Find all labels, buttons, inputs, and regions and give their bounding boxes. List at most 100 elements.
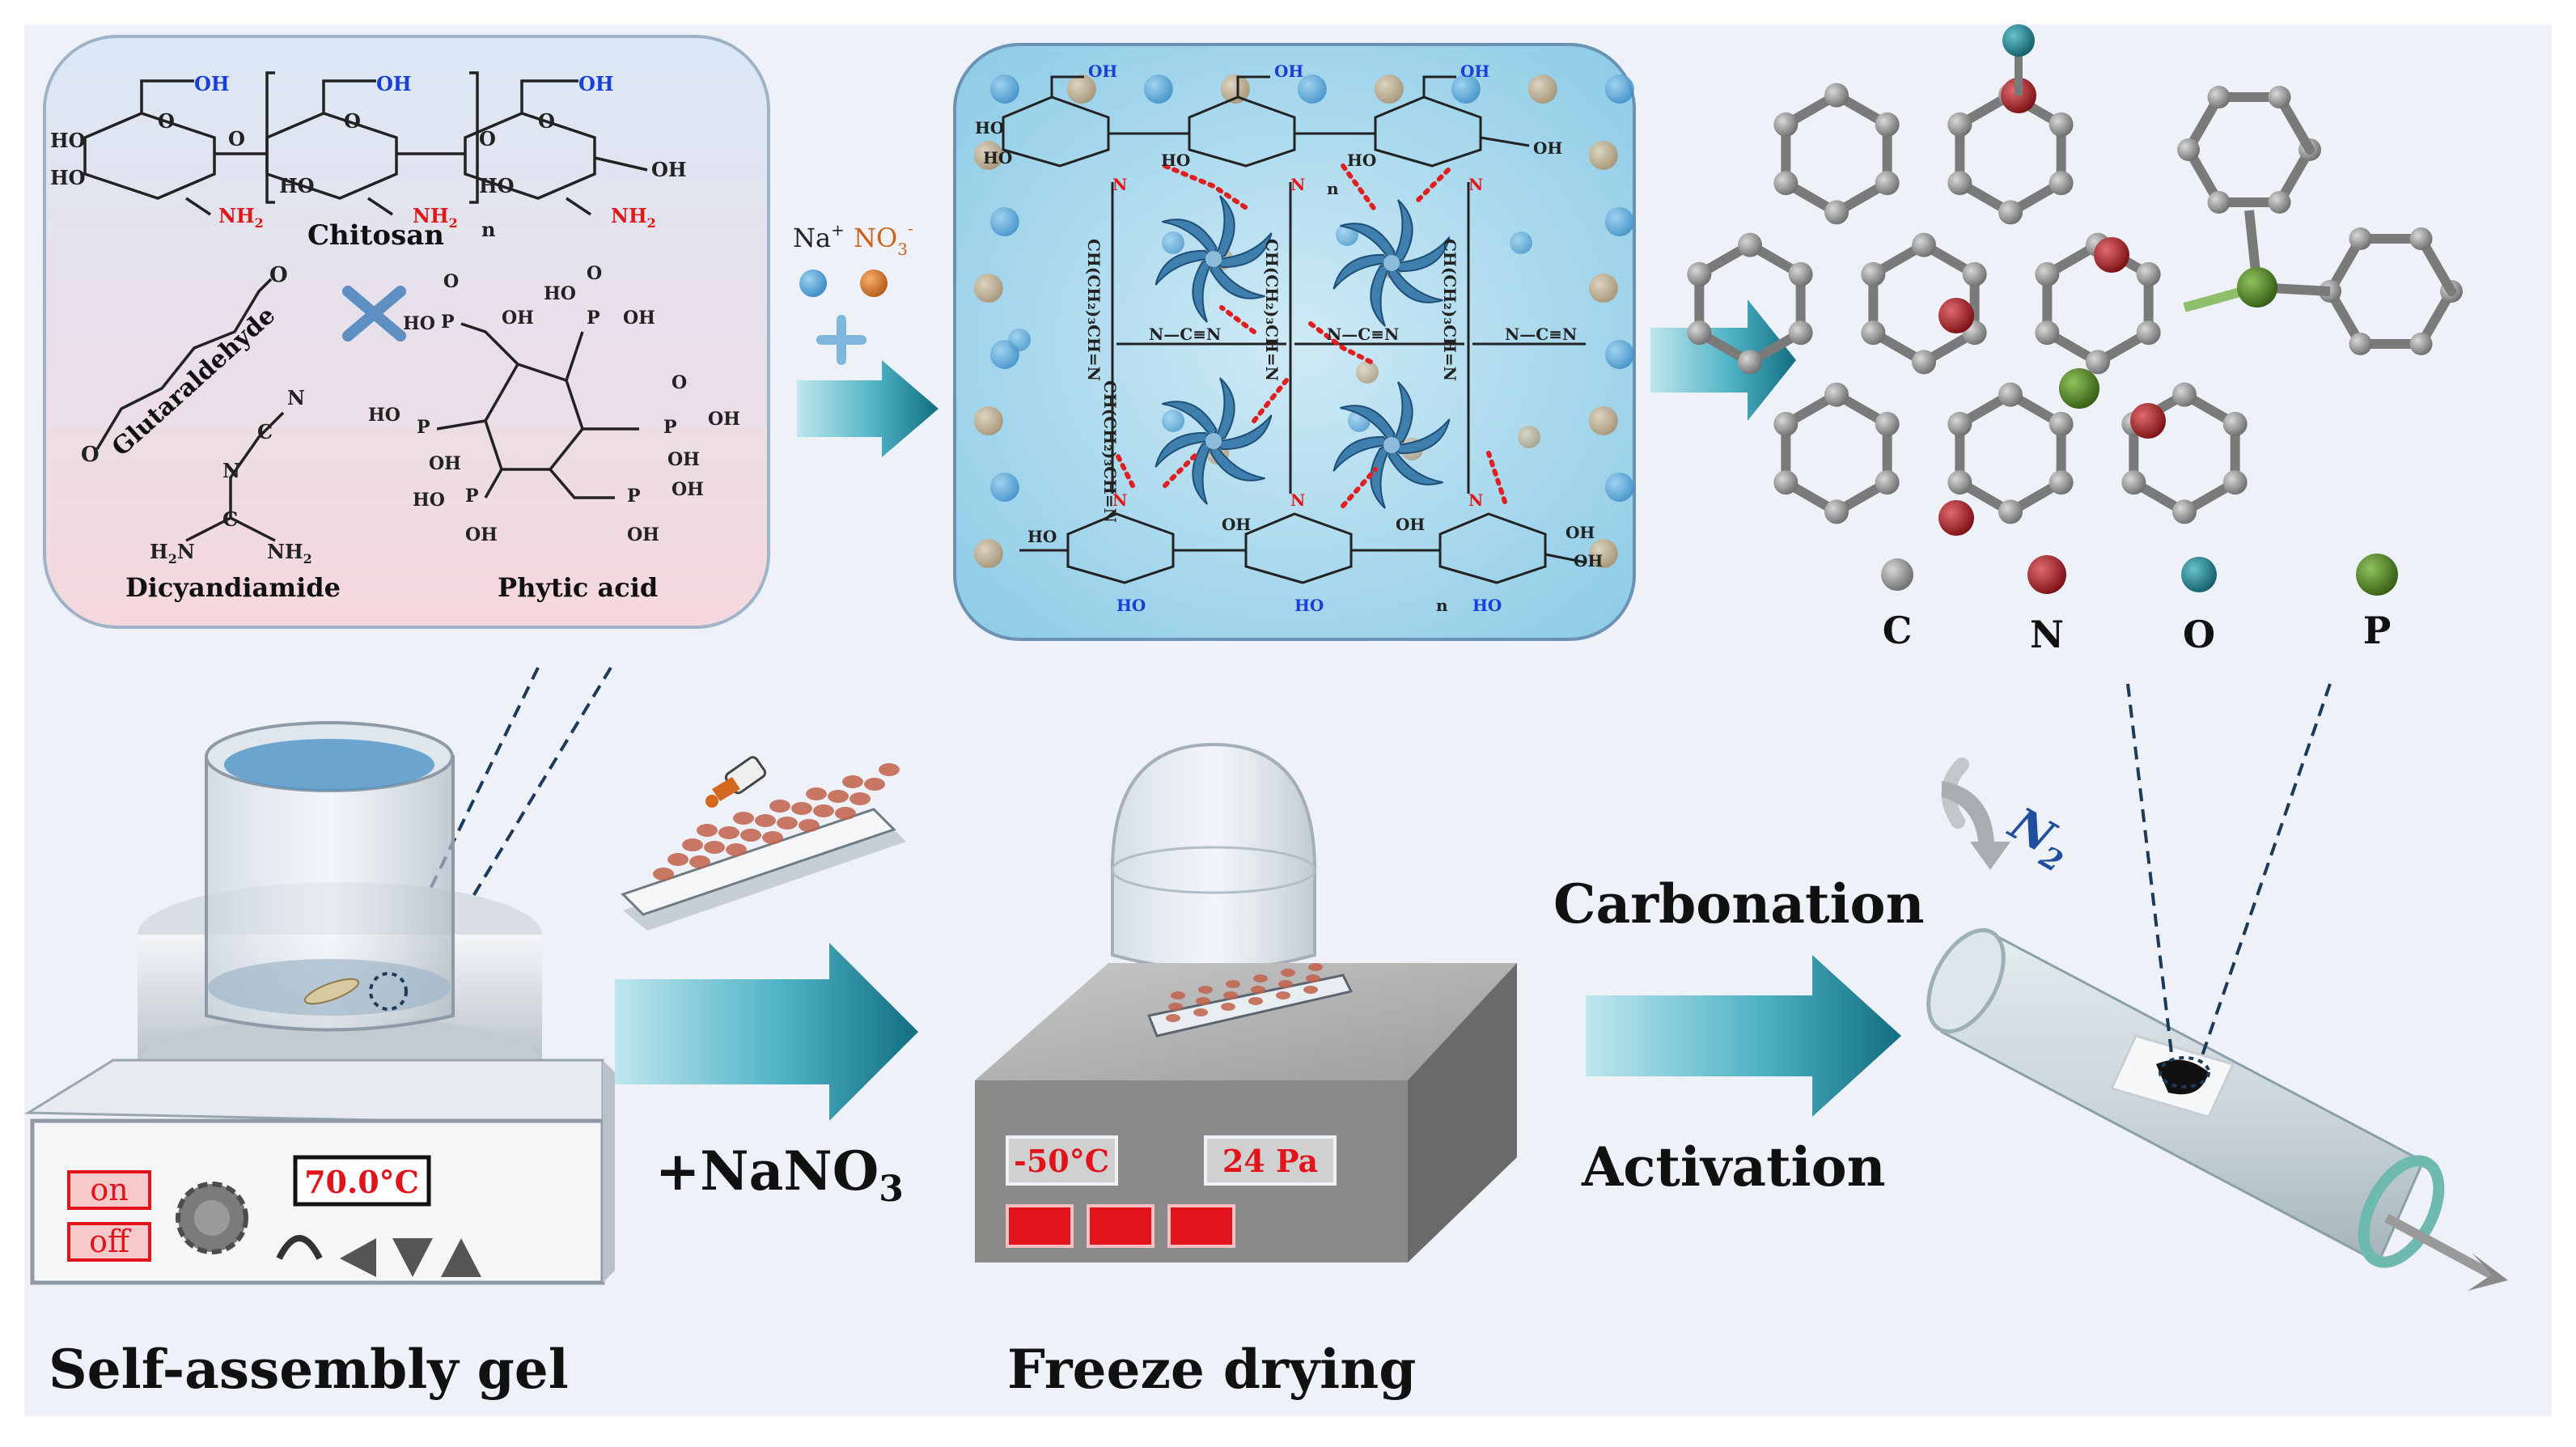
chitosan-ring-o-1: O (158, 109, 175, 133)
carbon-atom (2121, 470, 2146, 495)
oxygen-atom (2002, 24, 2035, 57)
legend-oxygen-icon (2181, 557, 2217, 592)
bubble (1451, 74, 1481, 104)
carbon-atom (2207, 190, 2231, 214)
well (828, 790, 849, 803)
carbon-atom (1875, 470, 1900, 495)
freeze-pressure-value: 24 Pa (1222, 1143, 1318, 1179)
network-n-3: N (1468, 175, 1483, 194)
off-button (67, 1222, 151, 1262)
carbon-atom (2035, 320, 2060, 346)
carbon-atom (2049, 470, 2074, 495)
carbon-atom (1861, 320, 1886, 346)
carbon-atom (1773, 171, 1799, 196)
network-chain-4: CH(CH₂)₃CH=N (1100, 380, 1120, 523)
carbon-atom (1773, 411, 1799, 436)
phytic-o-1: O (443, 271, 459, 292)
dicyandiamide-atoms: N C N C H2N NH2 (150, 386, 312, 566)
freeze-pressure-display (1204, 1135, 1337, 1186)
carbon-atom (1998, 382, 2023, 407)
well (718, 826, 739, 839)
well (806, 787, 827, 800)
arrow-to-network (797, 360, 938, 457)
well (769, 800, 790, 813)
chitosan-oh-3: OH (578, 72, 614, 95)
carbon-atom (1875, 411, 1900, 436)
bubble (1604, 207, 1634, 236)
carbon-atom (1738, 232, 1762, 257)
network-labels: CH(CH₂)₃CH=N CH(CH₂)₃CH=N CH(CH₂)₃CH=N C… (975, 62, 1603, 615)
well (842, 775, 863, 788)
carbonation-label: Carbonation (1553, 872, 1925, 936)
phytic-oh-8: OH (429, 453, 461, 474)
freeze-well (1171, 991, 1185, 999)
arc-icon (276, 1235, 323, 1260)
carbon-atom (1998, 200, 2023, 225)
network-oh-6: OH (1396, 515, 1425, 534)
glutaraldehyde-o-2: O (81, 443, 100, 467)
well (791, 802, 812, 815)
carbon-atom (1788, 261, 1813, 286)
bubble (1356, 361, 1379, 384)
network-bottom-chain (1019, 512, 1587, 584)
phytic-oh-2: OH (623, 308, 655, 329)
network-oh-4: OH (1533, 138, 1562, 158)
carbon-atom (2172, 382, 2197, 407)
carbon-atom (1738, 350, 1762, 375)
carbon-atom (2136, 320, 2161, 346)
hydrogen-bonds (1114, 163, 1507, 508)
carbon-atom (1998, 499, 2023, 524)
bubble (1143, 74, 1173, 104)
phytic-p-5: P (465, 486, 479, 507)
plus-icon (816, 315, 866, 365)
freeze-well (1251, 986, 1265, 994)
carbon-atom (1861, 261, 1886, 286)
nitrogen-atom (1938, 500, 1974, 536)
bubble (1518, 426, 1540, 448)
on-button (67, 1170, 151, 1210)
chitosan-nh2-2: NH2 (413, 204, 458, 231)
phytic-acid-structure (436, 322, 639, 499)
chitosan-oh-4: OH (651, 158, 687, 181)
phytic-p-4: P (627, 486, 641, 507)
no3-ion-label: NO3- (854, 219, 913, 259)
bubble (973, 406, 1003, 435)
phytic-oh-4: OH (667, 449, 700, 470)
carbon-atom (1687, 320, 1712, 346)
hotplate-beaker: on off 70.0°C (23, 721, 615, 1285)
dicyandiamide-structure (185, 411, 285, 542)
step-self-assembly-label: Self-assembly gel (49, 1338, 569, 1401)
carbon-atom (1947, 470, 1972, 495)
network-cyano-2: N—C≡N (1327, 325, 1399, 344)
glutaraldehyde-o-1: O (269, 263, 288, 287)
carbon-atom (2349, 227, 2372, 251)
phosphorus-atom (2059, 368, 2099, 409)
freeze-well (1196, 997, 1210, 1005)
phytic-p-6: P (417, 417, 430, 438)
network-n-1: N (1112, 175, 1127, 194)
carbon-atom (1824, 499, 1849, 524)
carbon-atom (1824, 382, 1849, 407)
doped-carbon-structure (1687, 24, 2463, 536)
carbon-atom (2177, 138, 2200, 161)
carbon-lattice (1687, 24, 2463, 536)
network-repeat-1: n (1327, 179, 1339, 198)
network-ho-6: HO (1116, 596, 1146, 615)
element-legend: C N O P (1881, 554, 2398, 656)
carbon-atom (1687, 261, 1712, 286)
phytic-o-3: O (672, 372, 687, 393)
network-panel: CH(CH₂)₃CH=N CH(CH₂)₃CH=N CH(CH₂)₃CH=N C… (953, 43, 1636, 641)
network-ho-5: HO (1027, 527, 1057, 546)
network-oh-8: OH (1574, 551, 1603, 571)
chitosan-o-2: O (479, 127, 496, 151)
freeze-well (1303, 986, 1318, 994)
freeze-well (1276, 991, 1290, 999)
freeze-button-3 (1167, 1204, 1235, 1248)
well (733, 812, 754, 825)
chitosan-oh-2: OH (376, 72, 412, 95)
chitosan-label: Chitosan (307, 219, 444, 252)
chitosan-structure (83, 71, 648, 216)
activation-label: Activation (1581, 1135, 1886, 1199)
